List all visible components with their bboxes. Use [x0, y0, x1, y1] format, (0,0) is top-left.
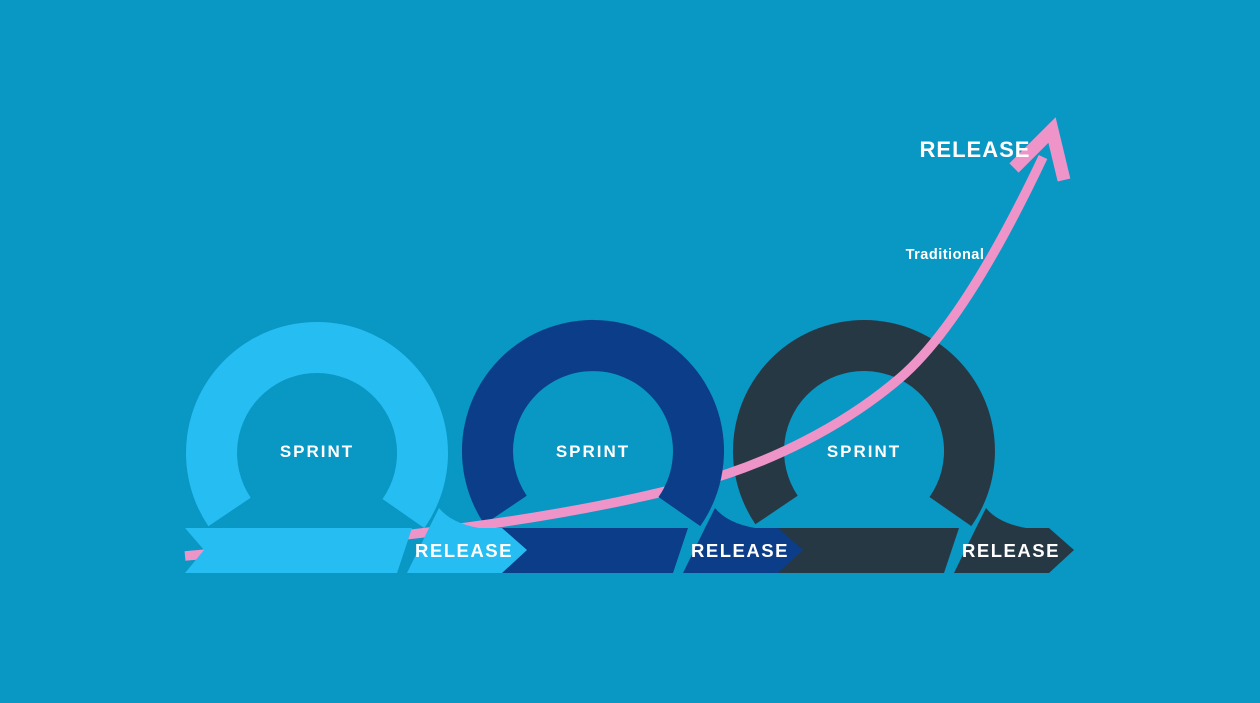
loop3-release-label: RELEASE	[962, 540, 1060, 561]
loop2-sprint-ring	[462, 319, 725, 527]
loop2-release-label: RELEASE	[691, 540, 789, 561]
loop1-release-banner	[407, 508, 527, 573]
loop1-release-label: RELEASE	[415, 540, 513, 561]
loop2-release-banner	[683, 508, 803, 573]
loop3-ribbon	[770, 528, 959, 573]
loop3-sprint-ring	[732, 319, 995, 527]
agile-loop-1: SPRINT RELEASE	[185, 321, 527, 573]
loop1-sprint-label: SPRINT	[280, 442, 354, 461]
loop1-ribbon	[185, 528, 412, 573]
agile-loop-3: SPRINT RELEASE	[732, 319, 1074, 573]
loop3-release-banner	[954, 508, 1074, 573]
traditional-curve-label: Traditional	[906, 247, 985, 263]
loop2-ring-tail	[461, 428, 527, 525]
trend-arrowhead-icon	[1009, 117, 1071, 182]
loop2-ribbon	[495, 528, 688, 573]
traditional-release-label: RELEASE	[920, 137, 1031, 162]
loop3-sprint-label: SPRINT	[827, 442, 901, 461]
loop1-sprint-ring	[186, 321, 449, 529]
agile-loop-2: SPRINT RELEASE	[462, 319, 803, 573]
loop2-sprint-label: SPRINT	[556, 442, 630, 461]
agile-loop-2-back	[461, 428, 688, 573]
